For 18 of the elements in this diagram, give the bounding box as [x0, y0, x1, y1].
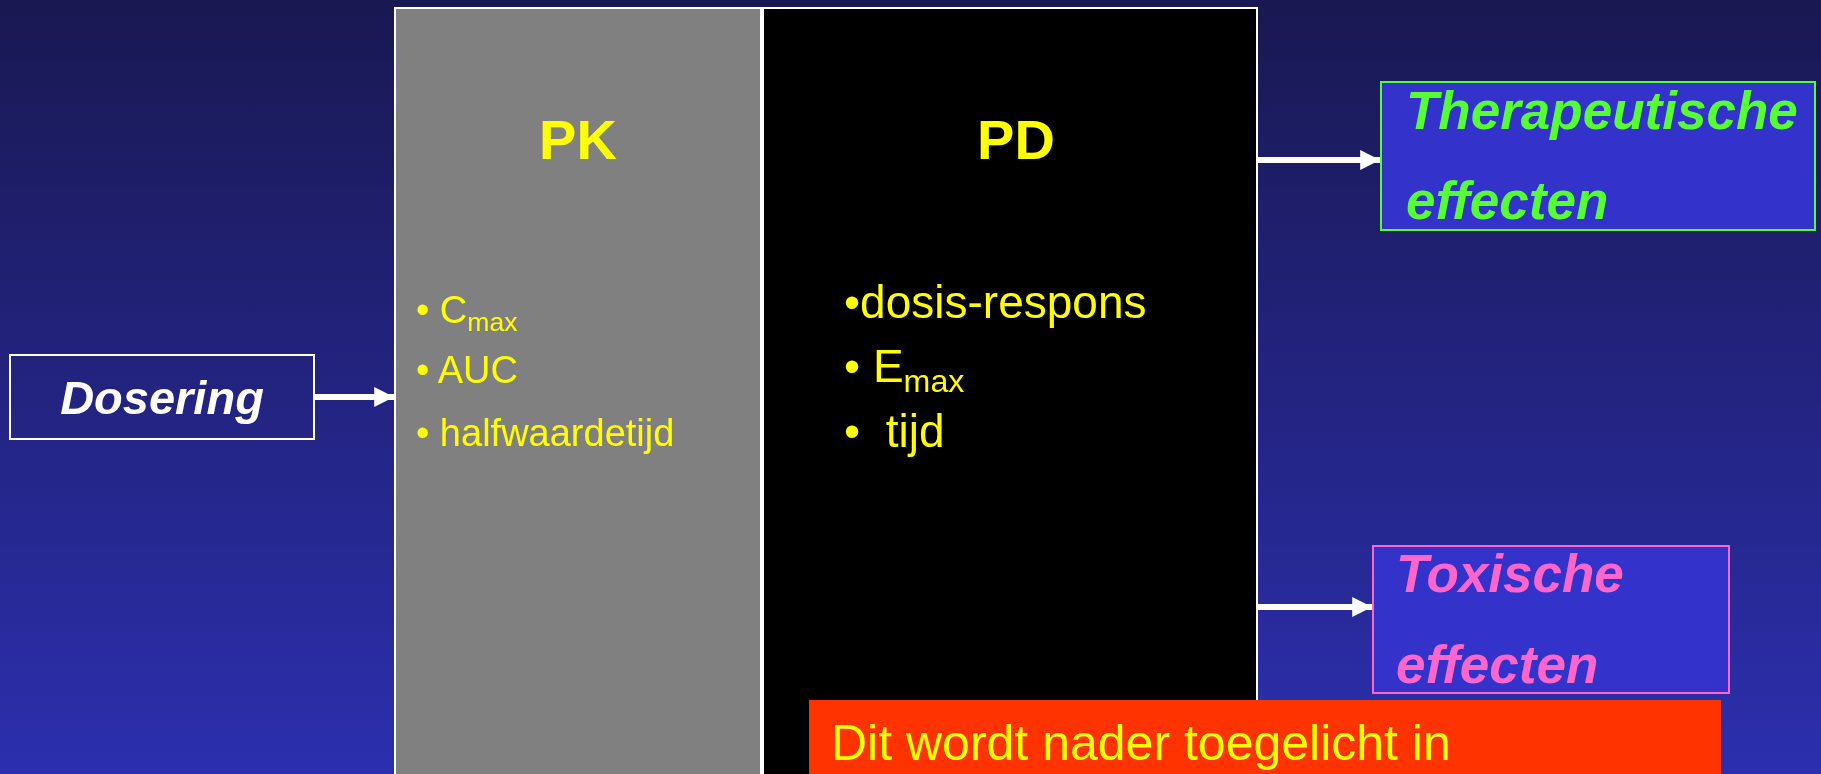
bullet-item: • C$_{max}$	[416, 289, 518, 332]
panel-title: PK	[538, 107, 618, 172]
box-label: Dosering	[60, 369, 264, 425]
panel-title: PD	[976, 107, 1056, 172]
panel	[394, 7, 762, 774]
box-label: Therapeutische effecten	[1406, 79, 1798, 232]
bullet-item: •dosis-respons	[844, 275, 1147, 329]
process-box	[9, 354, 315, 440]
box-label: Toxische effecten	[1396, 543, 1625, 696]
arrow	[315, 387, 394, 407]
bullet-item: • tijd	[844, 404, 945, 458]
outcome-box	[1372, 545, 1730, 694]
bullet-item: • AUC	[416, 349, 518, 392]
note-text: Dit wordt nader toegelicht in	[831, 715, 1451, 771]
bullet-item: • E$_{max}$	[844, 339, 965, 393]
arrow	[1258, 597, 1372, 617]
arrow	[1258, 150, 1380, 170]
bullet-item: • halfwaardetijd	[416, 412, 675, 455]
